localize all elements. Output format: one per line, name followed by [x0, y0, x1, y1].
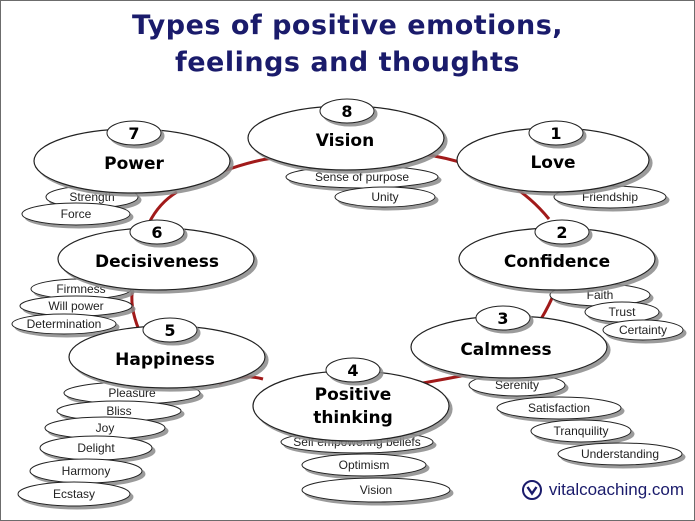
number-label: 1 — [550, 124, 561, 143]
connector-arc — [130, 286, 141, 331]
subitem-label: Ecstasy — [53, 487, 95, 501]
subitem-label: Will power — [48, 299, 103, 313]
subitem-label: Strength — [69, 190, 114, 204]
node-label: Confidence — [504, 252, 610, 272]
subitem-label: Sense of purpose — [315, 170, 409, 184]
subitem-happiness: Bliss — [56, 400, 182, 422]
number-badge — [534, 219, 590, 245]
node-label: Power — [104, 154, 164, 174]
subitem-ellipse — [21, 202, 131, 226]
subitem-label: Vision — [360, 483, 392, 497]
number-label: 5 — [164, 321, 175, 340]
subitem-label: Faith — [587, 288, 614, 302]
subitem-label: Harmony — [62, 464, 111, 478]
subitem-label: Bliss — [106, 404, 131, 418]
subitem-happiness: Joy — [44, 416, 166, 440]
page-title: Types of positive emotions, feelings and… — [1, 7, 694, 81]
subitem-label: Delight — [77, 441, 115, 455]
subitem-label: Friendship — [582, 190, 638, 204]
subitem-calmness: Serenity — [468, 373, 566, 397]
subitem-ellipse — [602, 319, 684, 341]
number-badge — [129, 219, 185, 245]
number-badge — [319, 98, 375, 124]
subitem-calmness: Tranquility — [530, 419, 632, 443]
subitem-love: Friendship — [553, 185, 667, 209]
number-badge — [475, 305, 531, 331]
connector-arc — [422, 372, 472, 385]
subitem-label: Optimism — [339, 458, 390, 472]
title-line-1: Types of positive emotions, — [131, 10, 564, 41]
number-label: 2 — [556, 223, 567, 242]
subitem-positive-thinking: Vision — [301, 477, 451, 503]
brand-text: vitalcoaching.com — [548, 480, 684, 499]
subitem-label: Understanding — [581, 447, 659, 461]
subitem-ellipse — [557, 442, 683, 466]
node-label: Vision — [316, 131, 374, 151]
node-label: Love — [530, 153, 575, 173]
subitem-vision: Sense of purpose — [285, 165, 439, 189]
title-line-2: feelings and thoughts — [175, 47, 520, 78]
subitem-ellipse — [496, 396, 622, 420]
subitem-ellipses: FriendshipFaithTrustCertaintySerenitySat… — [11, 165, 684, 507]
number-label: 4 — [347, 361, 358, 380]
number-badge — [142, 317, 198, 343]
subitem-label: Tranquility — [554, 424, 609, 438]
subitem-confidence: Certainty — [602, 319, 684, 341]
number-badge — [528, 120, 584, 146]
subitem-label: Unity — [371, 190, 398, 204]
subitem-label: Joy — [96, 421, 115, 435]
number-badge — [106, 120, 162, 146]
subitem-positive-thinking: Optimism — [301, 453, 427, 477]
subitem-label: Determination — [27, 317, 102, 331]
subitem-power: Force — [21, 202, 131, 226]
node-label: thinking — [313, 408, 393, 428]
node-label: Calmness — [460, 340, 551, 360]
subitem-happiness: Harmony — [29, 458, 143, 484]
brand: vitalcoaching.com — [521, 479, 684, 501]
node-label: Positive — [315, 385, 392, 405]
subitem-label: Force — [61, 207, 92, 221]
node-label: Happiness — [115, 350, 215, 370]
subitem-label: Satisfaction — [528, 401, 590, 415]
subitem-ellipse — [301, 477, 451, 503]
subitem-calmness: Satisfaction — [496, 396, 622, 420]
subitem-label: Serenity — [495, 378, 539, 392]
number-label: 8 — [341, 102, 352, 121]
subitem-label: Trust — [609, 305, 637, 319]
subitem-calmness: Understanding — [557, 442, 683, 466]
subitem-happiness: Ecstasy — [17, 481, 131, 507]
subitem-vision: Unity — [334, 186, 436, 208]
subitem-ellipse — [301, 453, 427, 477]
number-label: 3 — [497, 309, 508, 328]
subitem-ellipse — [530, 419, 632, 443]
subitem-ellipse — [11, 313, 117, 335]
subitem-label: Firmness — [56, 282, 105, 296]
number-badge — [325, 357, 381, 383]
subitem-decisiveness: Determination — [11, 313, 117, 335]
subitem-ellipse — [334, 186, 436, 208]
subitem-label: Certainty — [619, 323, 667, 337]
node-label: Decisiveness — [95, 252, 219, 272]
subitem-ellipse — [17, 481, 131, 507]
v-circle-logo-icon — [521, 480, 542, 500]
subitem-confidence: Trust — [584, 301, 660, 323]
number-label: 6 — [151, 223, 162, 242]
connector-arc — [147, 190, 178, 224]
subitem-happiness: Delight — [39, 435, 153, 461]
subitem-label: Pleasure — [108, 386, 156, 400]
subitem-decisiveness: Will power — [19, 295, 133, 317]
number-label: 7 — [128, 124, 139, 143]
